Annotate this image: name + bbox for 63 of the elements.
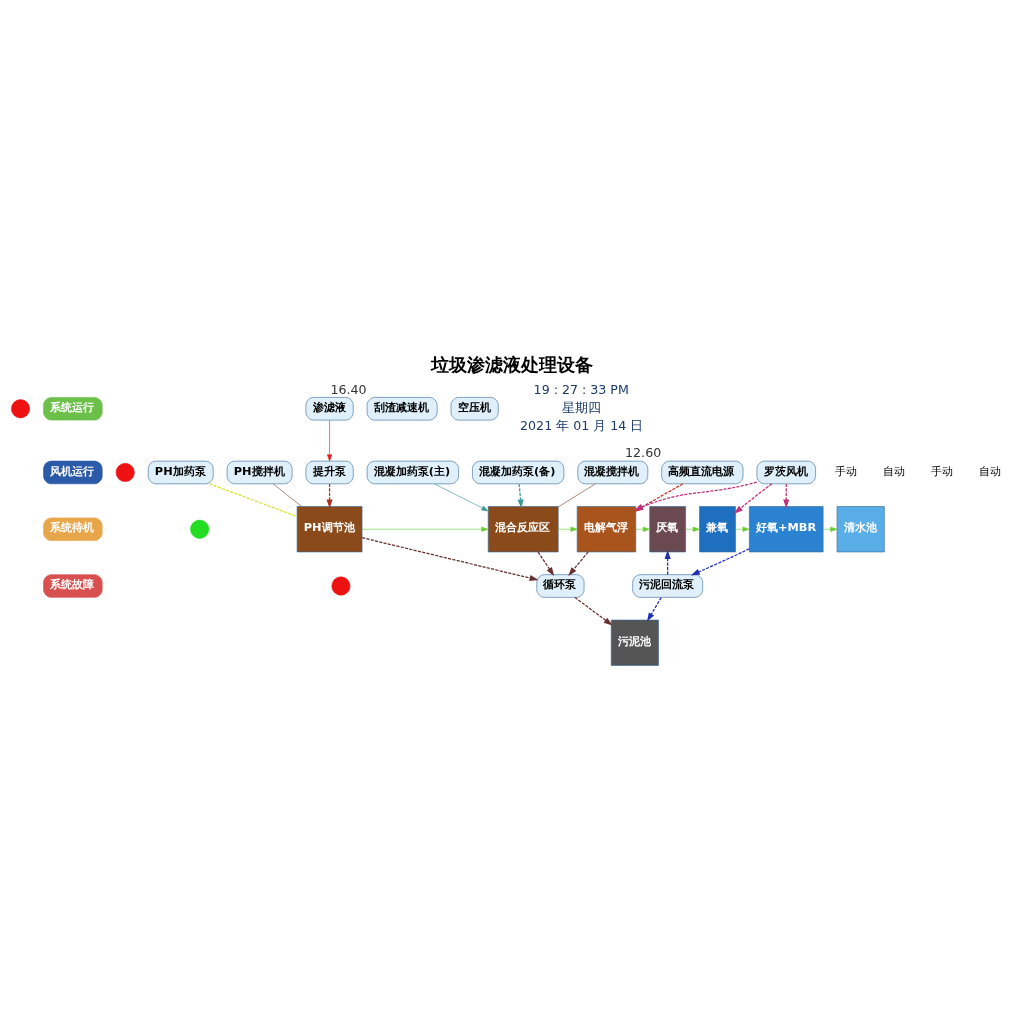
node-box: PH加药泵 — [147, 460, 214, 485]
arrow — [537, 551, 555, 577]
arrow — [685, 526, 700, 532]
arrow — [783, 483, 790, 509]
arrow — [361, 537, 539, 582]
node-box: 渗滤液 — [305, 397, 354, 421]
node-circle — [11, 399, 30, 419]
node-box: 循环泵 — [536, 574, 585, 598]
label: 手动 — [930, 464, 953, 479]
arrow — [635, 526, 650, 532]
arrow — [568, 551, 589, 576]
node-box: 罗茨风机 — [756, 460, 816, 485]
arrow — [434, 483, 489, 512]
label: 2021 年 01 月 14 日 — [520, 417, 644, 433]
node-box: 污泥回流泵 — [632, 574, 703, 598]
arrow — [517, 483, 524, 509]
node-box: 兼氧 — [699, 506, 736, 553]
arrow — [734, 483, 773, 514]
label: 自动 — [978, 464, 1001, 479]
label: 19 : 27 : 33 PM — [533, 382, 629, 398]
node-box: 高频直流电源 — [661, 460, 744, 485]
node-box: PH调节池 — [296, 506, 363, 553]
node-circle — [115, 463, 135, 482]
node-box: 空压机 — [450, 397, 499, 421]
node-box: 电解气浮 — [576, 506, 637, 553]
node-label: 12.60 — [625, 445, 662, 461]
arrow — [326, 483, 333, 509]
node-box: 系统故障 — [43, 574, 103, 598]
node-circle — [331, 576, 351, 596]
arrow — [558, 526, 578, 532]
arrow — [634, 481, 758, 511]
connector — [272, 483, 302, 507]
node-box: 刮渣减速机 — [366, 397, 438, 421]
node-circle — [190, 519, 210, 539]
node-box: 提升泵 — [305, 460, 354, 485]
arrow — [327, 419, 333, 462]
connector — [557, 483, 596, 508]
arrow — [647, 596, 662, 622]
label: 星期四 — [561, 399, 601, 415]
node-box: 厌氧 — [649, 506, 686, 553]
node-box: PH搅拌机 — [226, 460, 293, 485]
node-box: 混凝加药泵(备) — [472, 460, 565, 485]
node-label: 16.40 — [330, 381, 367, 397]
node-box: 清水池 — [836, 506, 885, 553]
arrow — [822, 526, 838, 532]
node-box: 混合反应区 — [487, 506, 559, 553]
node-box: 混凝加药泵(主) — [366, 460, 459, 485]
connector — [208, 483, 298, 518]
arrow — [664, 550, 671, 576]
node-box: 系统待机 — [43, 517, 103, 541]
diagram-title: 垃圾渗滤液处理设备 — [430, 354, 593, 375]
label: 自动 — [883, 464, 906, 479]
arrow — [361, 526, 489, 532]
arrow — [690, 548, 750, 576]
node-box: 好氧+MBR — [749, 506, 824, 553]
node-box: 混凝搅拌机 — [577, 460, 649, 485]
node-box: 风机运行 — [43, 460, 103, 485]
node-box: 系统运行 — [43, 397, 103, 421]
arrow — [634, 483, 684, 512]
node-box: 污泥池 — [610, 619, 659, 666]
label: 手动 — [835, 464, 858, 479]
arrow — [735, 526, 750, 532]
arrow — [574, 596, 613, 626]
